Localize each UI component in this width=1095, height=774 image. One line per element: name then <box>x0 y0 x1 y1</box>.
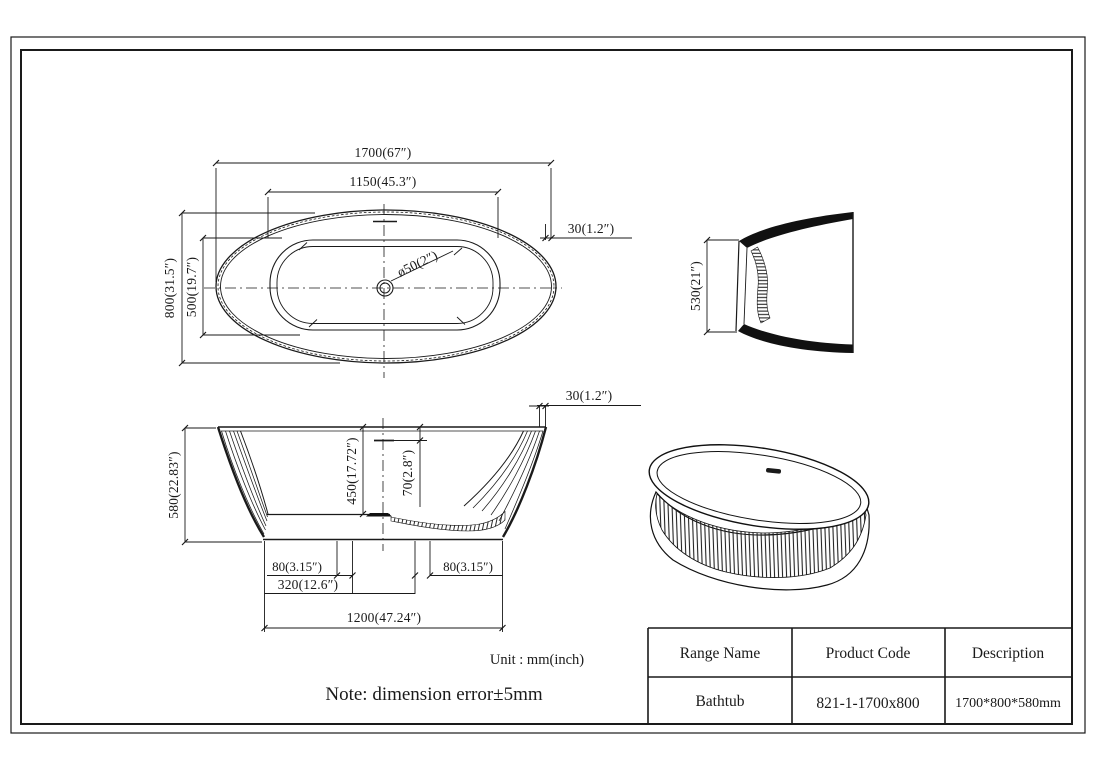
notes: Unit : mm(inch) Note: dimension error±5m… <box>325 652 584 705</box>
dim-front-height: 580(22.83″) <box>166 424 262 546</box>
table-header-product-code: Product Code <box>826 645 911 662</box>
dim-front-overflow: 70(2.8″) <box>394 423 427 507</box>
dim-length-outer-label: 1700(67″) <box>355 145 412 160</box>
front-right-slope <box>463 430 524 507</box>
dim-drain-label: ø50(2″) <box>395 247 440 279</box>
dim-drain-diameter: ø50(2″) <box>390 247 454 282</box>
basin-opening-outer <box>269 239 501 331</box>
dim-foot-right-label: 80(3.15″) <box>443 559 493 574</box>
table-cell-description: 1700*800*580mm <box>955 696 1061 711</box>
dim-length-inner: 1150(45.3″) <box>264 174 502 238</box>
front-drain <box>366 513 392 517</box>
table-header-range-name: Range Name <box>680 645 761 662</box>
dim-rim-top-view: 30(1.2″) <box>540 221 632 242</box>
tolerance-note: Note: dimension error±5mm <box>325 684 542 705</box>
dim-front-rim-label: 30(1.2″) <box>566 388 613 403</box>
front-right-hatch <box>472 430 544 530</box>
dim-width-outer-label: 800(31.5″) <box>162 258 177 319</box>
tub3d-fluted-surface <box>655 493 867 578</box>
front-view: 580(22.83″) 450(17.72″) 70(2.8″) 30(1.2″… <box>166 388 641 632</box>
dim-width-inner: 500(19.7″) <box>184 234 300 339</box>
border-frame <box>10 36 1086 734</box>
basin-opening-inner <box>276 246 494 324</box>
end-view: 530(21″) <box>688 212 854 353</box>
unit-note: Unit : mm(inch) <box>490 652 584 668</box>
seat-break-ticks <box>298 242 466 328</box>
table-cell-product-code: 821-1-1700x800 <box>816 695 920 712</box>
tub3d-rim-inner <box>656 451 862 524</box>
table-header-description: Description <box>972 645 1045 662</box>
end-top-rim <box>739 212 853 248</box>
spec-table: Range Name Product Code Description Bath… <box>647 627 1071 724</box>
front-floor-hatch-band <box>390 510 506 532</box>
dim-front-depth: 450(17.72″) <box>344 423 367 518</box>
end-bottom-rim <box>738 324 853 353</box>
dim-width-outer: 800(31.5″) <box>162 209 340 367</box>
tub3d-rim <box>648 444 870 530</box>
end-left-edge-inner <box>743 247 748 325</box>
perspective-view <box>648 444 870 591</box>
dim-end-height-label: 530(21″) <box>688 261 703 311</box>
front-left-edge <box>216 426 266 538</box>
top-view: 1700(67″) 1150(45.3″) 800(31.5″) 500(19.… <box>162 145 632 378</box>
dim-rim-top-label: 30(1.2″) <box>568 221 615 236</box>
front-right-edge <box>501 426 548 538</box>
tub-rim-outer <box>220 214 552 359</box>
dim-base-length-label: 1200(47.24″) <box>347 610 421 625</box>
dim-width-inner-label: 500(19.7″) <box>184 257 199 318</box>
inner-border <box>20 49 1073 725</box>
dim-front-rim: 30(1.2″) <box>529 388 641 427</box>
front-left-slope <box>240 430 269 515</box>
dim-foot-left-label: 80(3.15″) <box>272 559 322 574</box>
dim-front-depth-label: 450(17.72″) <box>344 437 359 504</box>
table-cell-range-name: Bathtub <box>695 693 744 710</box>
outer-border <box>10 36 1086 734</box>
end-left-edge-outer <box>735 240 740 332</box>
front-left-hatch <box>221 430 268 535</box>
dim-length-inner-label: 1150(45.3″) <box>350 174 417 189</box>
dim-drain-recess-label: 320(12.6″) <box>278 577 339 592</box>
tub3d-overflow-slot <box>766 467 782 474</box>
tub-fluted-texture <box>217 211 555 362</box>
dim-front-overflow-label: 70(2.8″) <box>400 450 415 497</box>
dim-front-bottom: 80(3.15″) 80(3.15″) 320(12.6″) 1200(47.2… <box>261 541 506 632</box>
tub-outer-edge <box>215 209 557 364</box>
dim-length-outer: 1700(67″) <box>212 145 555 282</box>
dim-front-height-label: 580(22.83″) <box>166 451 181 518</box>
end-hatched-wall <box>750 246 771 324</box>
dim-end-height: 530(21″) <box>688 236 739 336</box>
